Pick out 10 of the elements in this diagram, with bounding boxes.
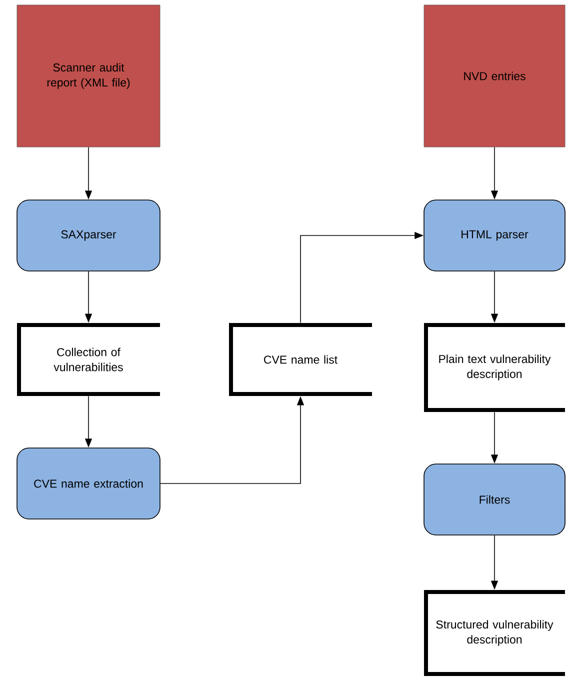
data-store-box: Plain text vulnerability description <box>424 323 565 412</box>
process-box: CVE name extraction <box>16 448 160 520</box>
process-box: Filters <box>424 464 566 536</box>
data-store-box: Structured vulnerability description <box>424 590 565 676</box>
source-box: NVD entries <box>424 4 566 148</box>
data-store-box: CVE name list <box>229 323 372 396</box>
source-box: Scanner audit report (XML file) <box>16 4 160 148</box>
process-box: SAXparser <box>16 200 160 272</box>
process-box: HTML parser <box>424 200 566 272</box>
data-store-box: Collection of vulnerabilities <box>17 323 160 396</box>
